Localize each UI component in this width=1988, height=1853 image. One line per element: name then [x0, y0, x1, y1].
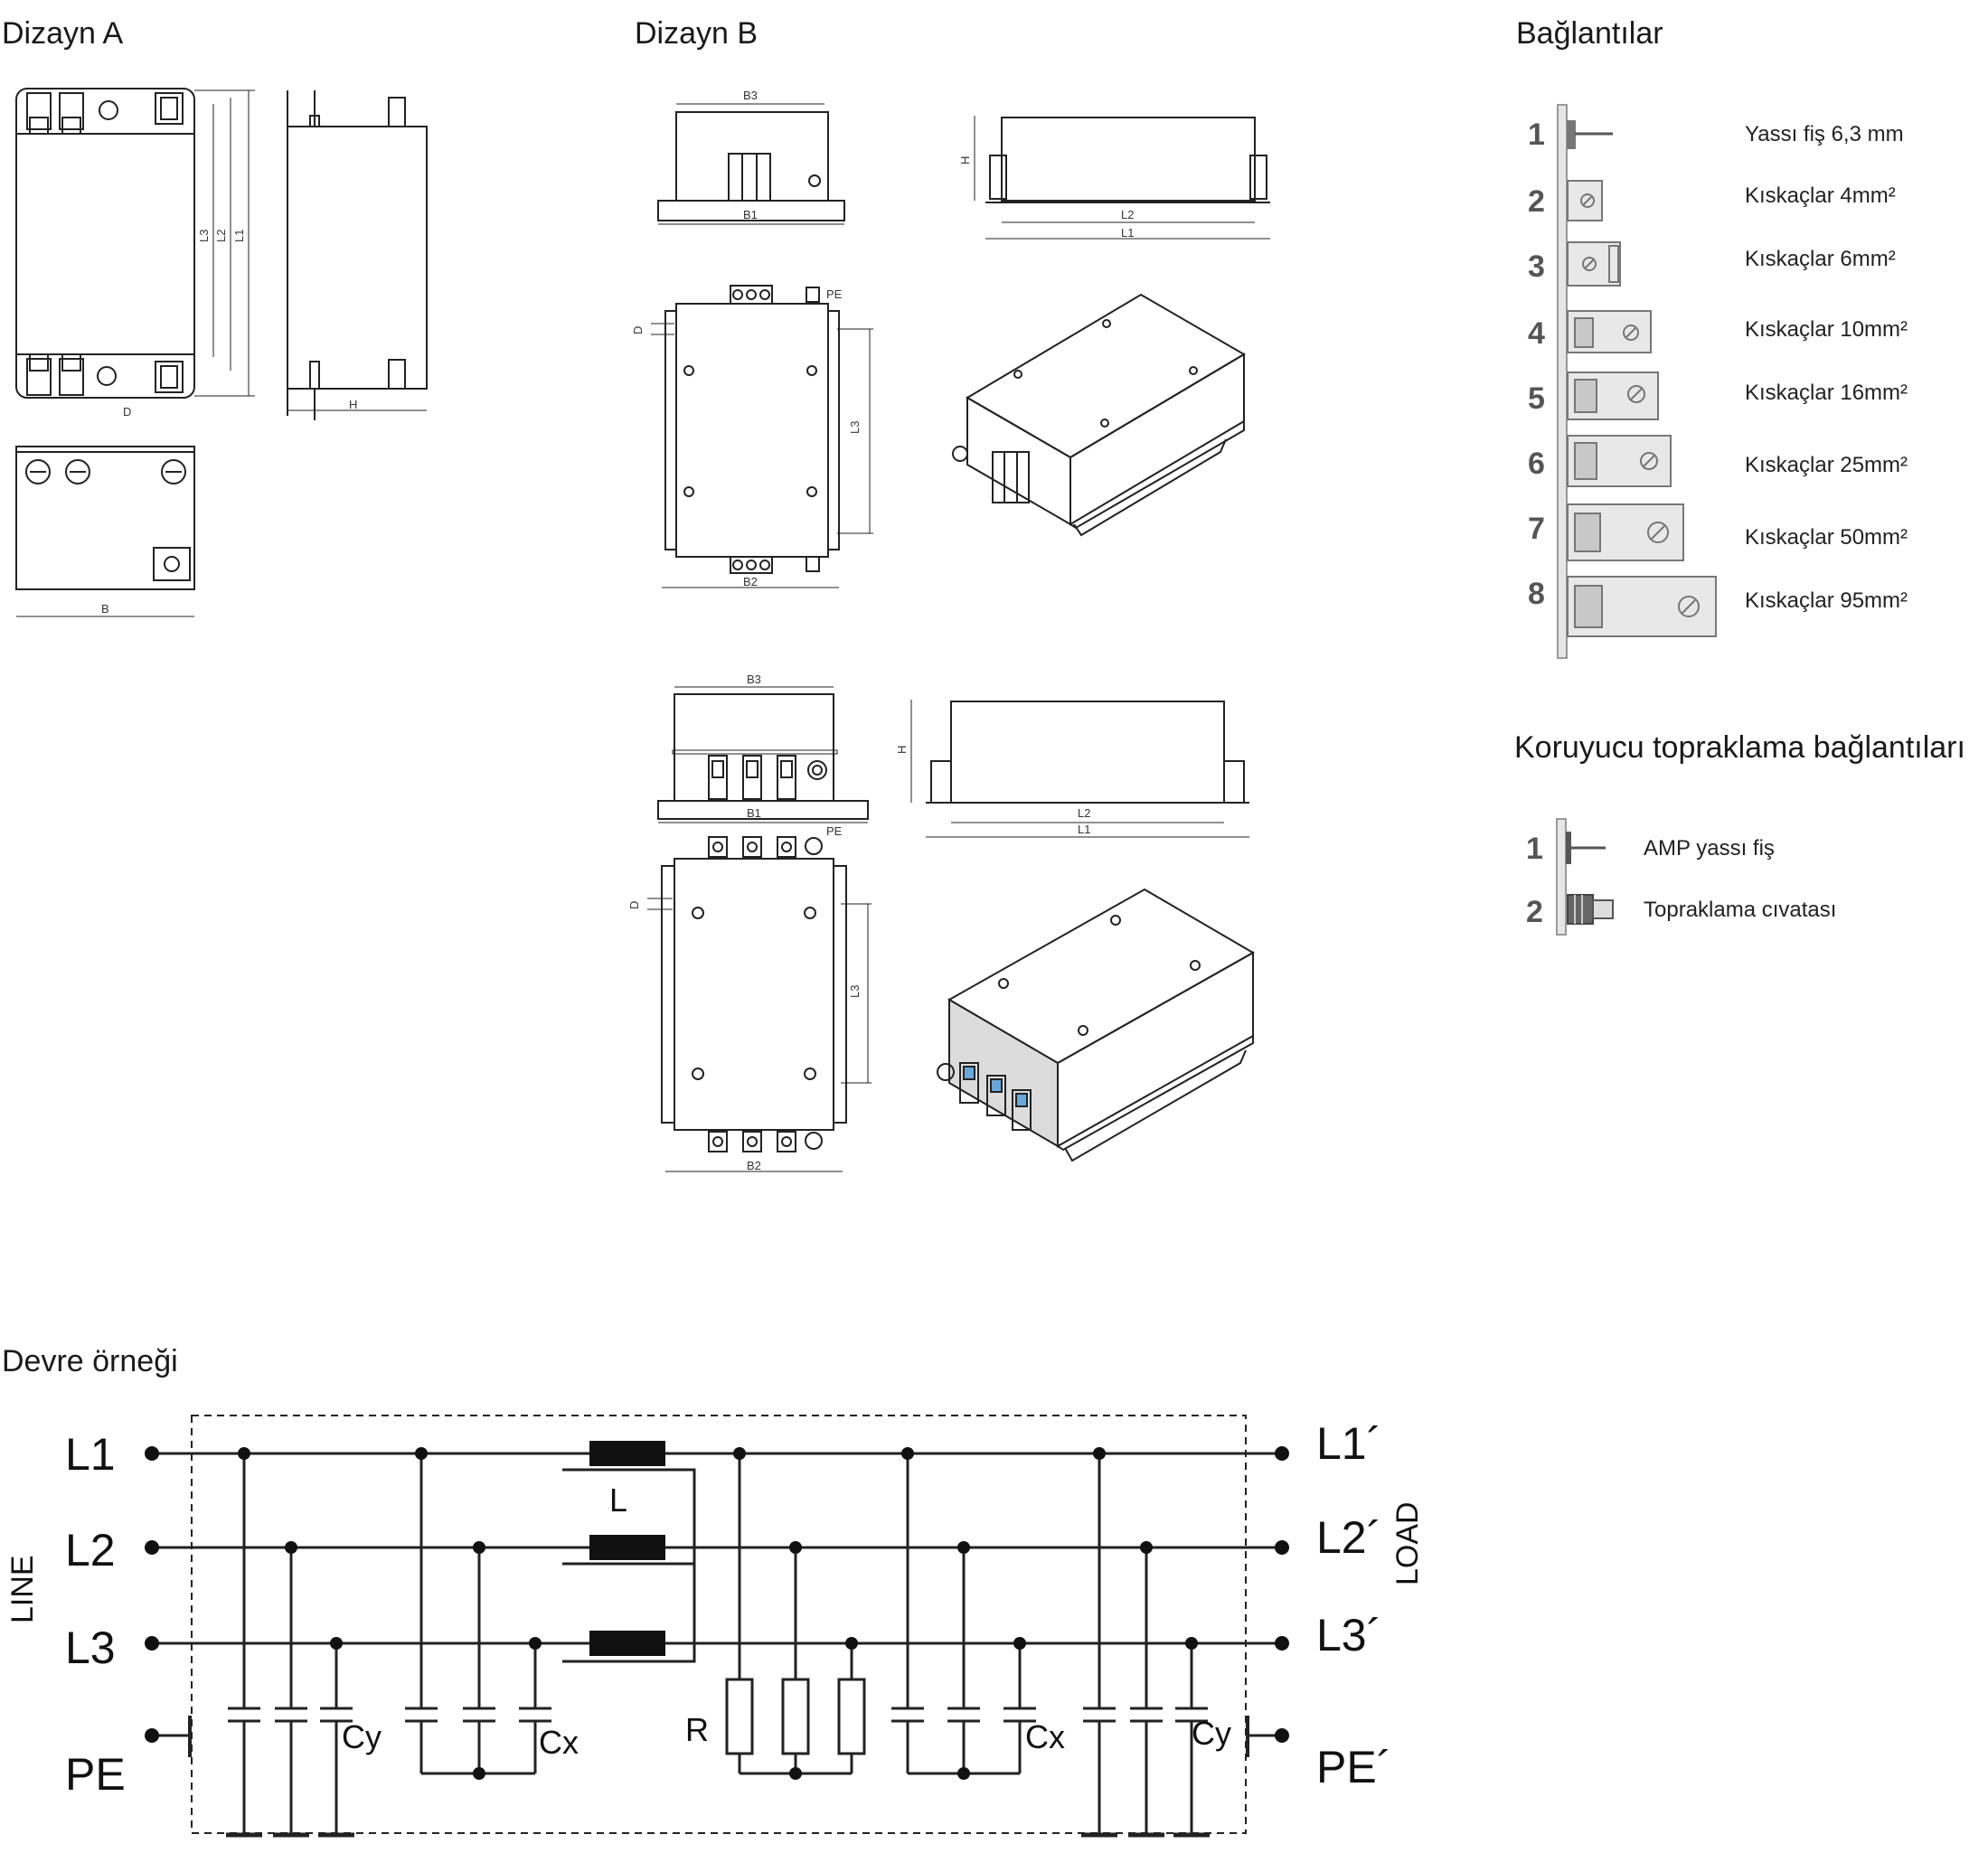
ground-heading: Koruyucu topraklama bağlantıları — [1514, 730, 1965, 765]
dim-d-1: D — [631, 326, 645, 334]
conn-num-5: 5 — [1528, 381, 1545, 416]
conn-label-3: Kıskaçlar 6mm² — [1745, 247, 1896, 271]
dim-l1: L1 — [232, 230, 246, 242]
dim-h-1: H — [958, 156, 972, 165]
dim-b1-2: B1 — [747, 806, 761, 820]
dim-l2: L2 — [214, 230, 228, 242]
dim-h: H — [349, 398, 357, 411]
dim-l1-1: L1 — [1121, 226, 1134, 240]
dim-b: B — [101, 602, 109, 616]
conn-label-6: Kıskaçlar 25mm² — [1745, 453, 1908, 477]
dim-l3: L3 — [197, 230, 211, 242]
circuit-out-pe: PE´ — [1316, 1742, 1391, 1792]
dim-l2-2: L2 — [1078, 806, 1090, 820]
conn-label-7: Kıskaçlar 50mm² — [1745, 525, 1908, 550]
conn-num-7: 7 — [1528, 512, 1545, 546]
dim-d: D — [123, 405, 131, 419]
circuit-out-l2: L2´ — [1316, 1512, 1381, 1563]
dim-l2-1: L2 — [1121, 208, 1134, 221]
ground-num-1: 1 — [1526, 832, 1543, 866]
conn-num-3: 3 — [1528, 249, 1545, 284]
circuit-resistor-label: R — [685, 1711, 709, 1748]
conn-label-5: Kıskaçlar 16mm² — [1745, 381, 1908, 405]
conn-num-2: 2 — [1528, 184, 1545, 219]
dim-l3-2: L3 — [848, 985, 862, 998]
circuit-in-l3: L3 — [65, 1623, 116, 1673]
circuit-heading: Devre örneği — [2, 1344, 178, 1378]
dim-b1-1: B1 — [743, 208, 758, 221]
circuit-cy-out-label: Cy — [1192, 1715, 1231, 1752]
circuit-in-pe: PE — [65, 1749, 126, 1800]
circuit-line-label: LINE — [5, 1555, 40, 1623]
circuit-cy-in-label: Cy — [342, 1718, 382, 1755]
design-a-heading: Dizayn A — [2, 16, 124, 51]
design-b-heading: Dizayn B — [635, 16, 758, 51]
circuit-cx-out-label: Cx — [1025, 1718, 1065, 1755]
connections-heading: Bağlantılar — [1516, 16, 1663, 51]
ground-label-1: AMP yassı fiş — [1644, 836, 1775, 861]
dim-h-2: H — [895, 746, 909, 754]
circuit-out-l3: L3´ — [1316, 1610, 1381, 1660]
dim-d-2: D — [627, 901, 641, 909]
dim-l1-2: L1 — [1078, 823, 1090, 836]
dim-b2-2: B2 — [747, 1159, 761, 1172]
circuit-cx-in-label: Cx — [539, 1724, 579, 1761]
circuit-out-l1: L1´ — [1316, 1418, 1381, 1469]
dim-l3-1: L3 — [848, 421, 862, 434]
dim-b2-1: B2 — [743, 575, 758, 588]
circuit-in-l1: L1 — [65, 1429, 116, 1480]
conn-num-1: 1 — [1528, 118, 1545, 152]
conn-num-6: 6 — [1528, 447, 1545, 481]
dim-b3-1: B3 — [743, 89, 758, 102]
circuit-inductor-label: L — [609, 1481, 627, 1519]
conn-num-4: 4 — [1528, 316, 1545, 351]
conn-label-8: Kıskaçlar 95mm² — [1745, 588, 1908, 613]
conn-num-8: 8 — [1528, 577, 1545, 611]
dim-b3-2: B3 — [747, 673, 761, 686]
circuit-load-label: LOAD — [1390, 1501, 1425, 1585]
conn-label-2: Kıskaçlar 4mm² — [1745, 183, 1896, 208]
dim-pe-2: PE — [826, 824, 843, 838]
dim-pe-1: PE — [826, 287, 843, 301]
conn-label-1: Yassı fiş 6,3 mm — [1745, 122, 1904, 146]
circuit-in-l2: L2 — [65, 1525, 116, 1576]
conn-label-4: Kıskaçlar 10mm² — [1745, 317, 1908, 342]
ground-label-2: Topraklama cıvatası — [1644, 898, 1836, 922]
ground-num-2: 2 — [1526, 895, 1543, 929]
